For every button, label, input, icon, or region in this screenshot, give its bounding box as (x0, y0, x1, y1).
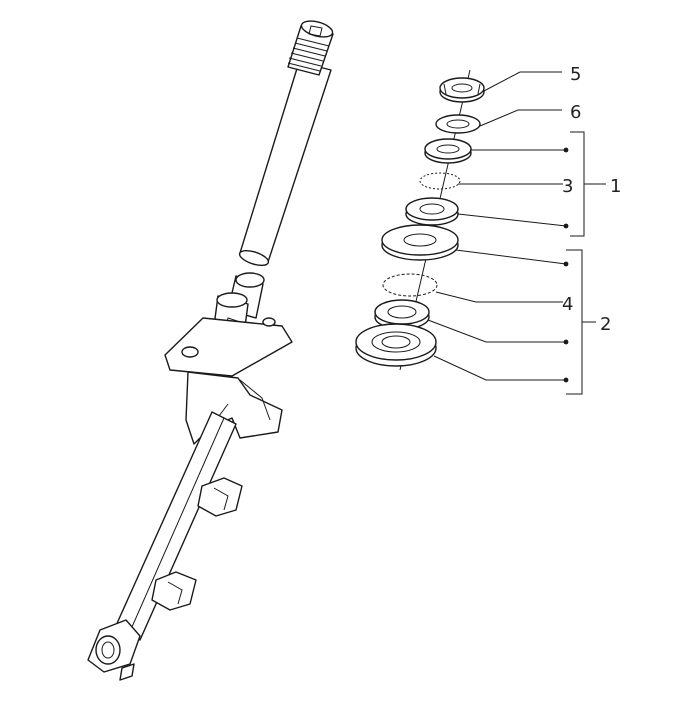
callout-2: 2 (600, 314, 611, 335)
washer (435, 114, 481, 134)
callout-3: 3 (562, 176, 573, 197)
leader-lines (427, 71, 569, 383)
fork-arm (87, 411, 243, 681)
callout-1: 1 (610, 176, 621, 197)
callout-5: 5 (570, 64, 581, 85)
ball-ring-upper (419, 172, 461, 190)
callout-4: 4 (562, 294, 573, 315)
ball-ring-lower (382, 273, 438, 297)
lower-race (374, 299, 430, 330)
steering-tube (238, 20, 334, 267)
big-race (381, 224, 459, 261)
callout-6: 6 (570, 102, 581, 123)
group-bracket-2 (566, 249, 596, 395)
bottom-seal (355, 323, 437, 367)
steering-head-bracket (164, 272, 293, 445)
lower-race-upper (405, 197, 459, 226)
upper-race (424, 138, 472, 164)
bearing-stack (355, 69, 485, 371)
group-bracket-1 (570, 131, 606, 237)
thread-section (287, 20, 334, 76)
lock-nut (439, 77, 485, 103)
